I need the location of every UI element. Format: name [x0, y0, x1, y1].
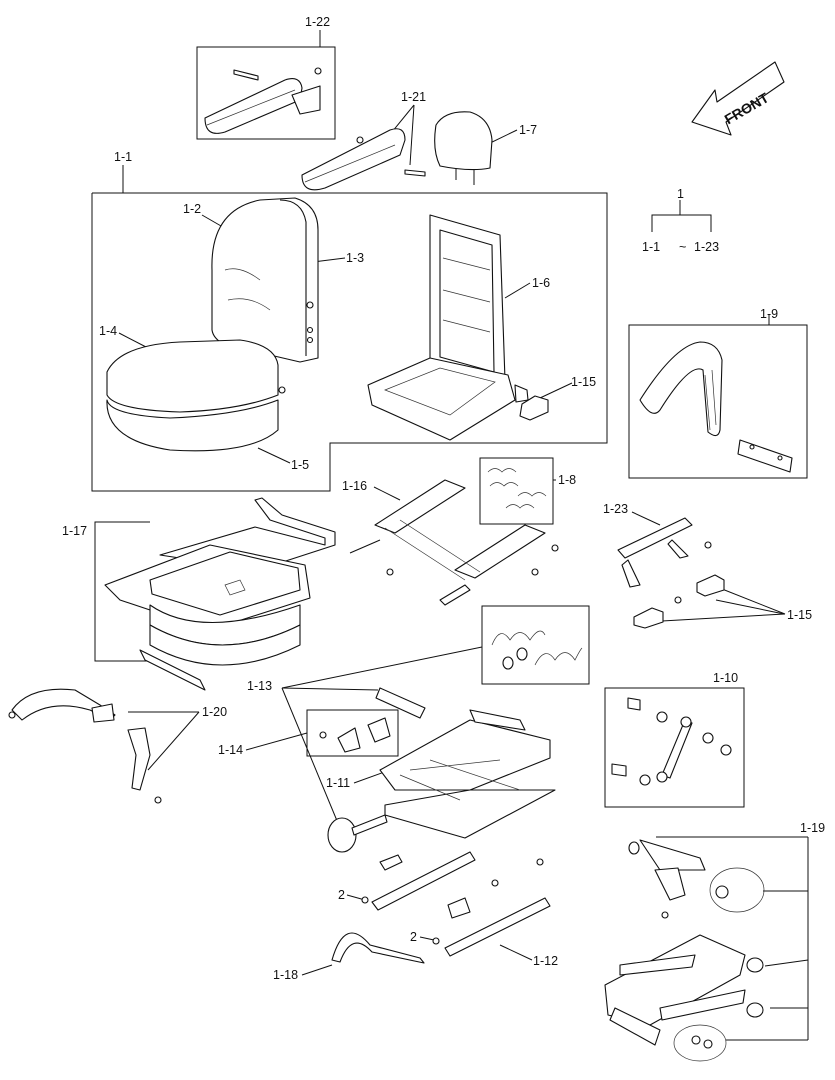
slide-rails: [361, 851, 551, 957]
callout-1-12: 1-12: [533, 954, 558, 968]
seat-belt: [8, 688, 162, 804]
callout-1-15-top: 1-15: [571, 375, 596, 389]
scissor-mechanism: [379, 709, 556, 839]
callout-1-14: 1-14: [218, 743, 243, 757]
springs-1-13: [491, 630, 583, 670]
callout-1-4: 1-4: [99, 324, 117, 338]
tree-range-start: 1-1: [642, 240, 660, 254]
pedal-assembly: [604, 839, 765, 1062]
covers-1-15: [633, 574, 725, 629]
callout-1-6: 1-6: [532, 276, 550, 290]
seat-frame: [367, 214, 529, 441]
callout-1-3: 1-3: [346, 251, 364, 265]
callout-1-10: 1-10: [713, 671, 738, 685]
front-arrow: FRONT: [691, 61, 785, 136]
callout-2-right: 2: [410, 930, 417, 944]
callout-1-9: 1-9: [760, 307, 778, 321]
backrest: [211, 197, 319, 363]
callout-1-7: 1-7: [519, 123, 537, 137]
tilt-mechanism: [349, 479, 559, 606]
frame-damper-1-10: [604, 687, 745, 808]
damper: [611, 697, 732, 786]
tree-root-label: 1: [677, 187, 684, 201]
callout-1-1: 1-1: [114, 150, 132, 164]
tree-range-end: 1-23: [694, 240, 719, 254]
callout-1-22: 1-22: [305, 15, 330, 29]
frame-suspension-1-17: [94, 521, 150, 662]
frame-springs-1-8: [479, 457, 554, 525]
callout-1-18: 1-18: [273, 968, 298, 982]
callout-2-left: 2: [338, 888, 345, 902]
springs-1-8: [487, 468, 547, 509]
callout-1-19: 1-19: [800, 821, 825, 835]
callout-1-13: 1-13: [247, 679, 272, 693]
callout-1-16: 1-16: [342, 479, 367, 493]
frame-armrest-1-22: [196, 46, 336, 140]
knob: [327, 814, 388, 853]
seat-cushion: [106, 339, 286, 452]
tree-range-sep: ~: [679, 240, 686, 254]
callout-1-23: 1-23: [603, 502, 628, 516]
armrest-left: [204, 67, 322, 134]
callout-1-17: 1-17: [62, 524, 87, 538]
leader-lines: [118, 30, 809, 1041]
adjust-lever: [617, 517, 712, 588]
callout-1-20: 1-20: [202, 705, 227, 719]
callout-1-8: 1-8: [558, 473, 576, 487]
callout-1-21: 1-21: [401, 90, 426, 104]
frame-seat-assembly-1-1: [91, 192, 608, 492]
callout-1-2: 1-2: [183, 202, 201, 216]
callout-1-15-right: 1-15: [787, 608, 812, 622]
roller-pin: [375, 687, 426, 719]
frame-belt-1-9: [628, 324, 808, 479]
cover-1-15-top: [519, 395, 549, 421]
lap-belt: [639, 341, 793, 473]
callout-1-5: 1-5: [291, 458, 309, 472]
frame-springs-1-13: [481, 605, 590, 685]
bracket-1-14: [319, 717, 391, 753]
callout-1-11: 1-11: [326, 776, 350, 790]
headrest: [434, 111, 493, 185]
rod-1-18: [331, 932, 425, 964]
suspension-bellows: [104, 497, 336, 691]
armrest-right: [301, 128, 426, 191]
